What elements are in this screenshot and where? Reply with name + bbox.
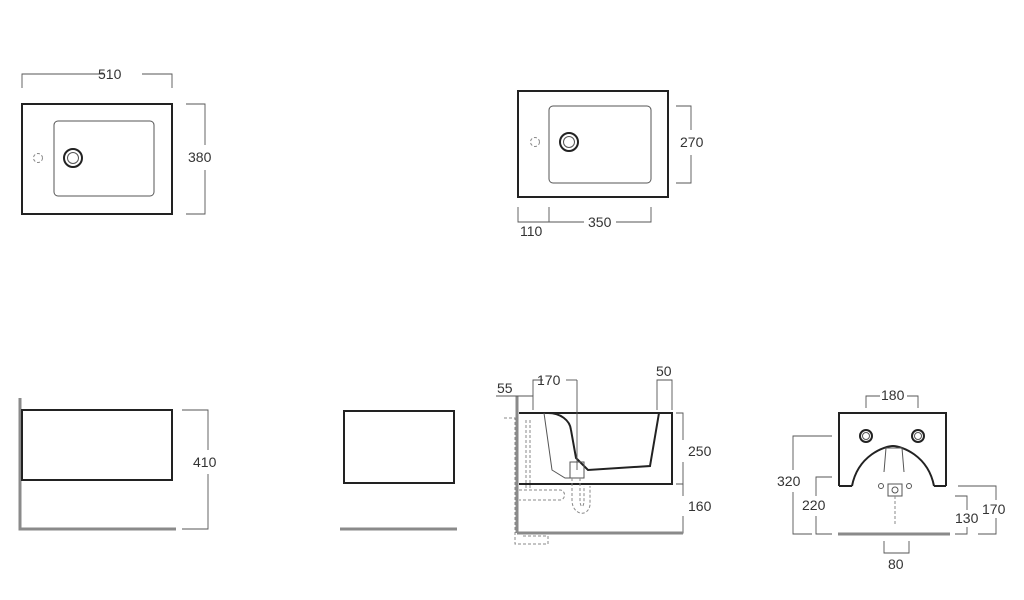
height-dimension-line-bottom <box>182 474 209 530</box>
fixing-height-dimension-label: 320 <box>777 473 801 489</box>
inlet-right-icon <box>906 483 912 489</box>
front-view-free-outline <box>343 410 455 484</box>
depth-dimension-line-bottom <box>186 170 206 215</box>
outlet-height-dimension-line <box>955 495 968 510</box>
trap-height-dimension-line-bottom <box>676 516 684 534</box>
basin-height-dimension-line-bottom <box>676 462 684 485</box>
width-dimension-line <box>21 73 104 88</box>
front-view-free <box>340 410 457 531</box>
outlet-inner-icon <box>891 486 899 494</box>
outlet-icon <box>887 483 903 497</box>
drain-height-dimension-label: 220 <box>802 497 826 513</box>
rear-view-arch <box>851 444 935 487</box>
rear-view-outline <box>838 412 947 486</box>
fixing-height-dimension-line-bottom <box>792 492 812 535</box>
wall-offset-dimension-label: 55 <box>497 380 513 396</box>
basin-depth-dimension-line <box>676 105 692 130</box>
inlet-height-dimension-label: 170 <box>982 501 1006 517</box>
side-section-view: 55 170 50 250 160 <box>496 363 712 545</box>
basin-height-dimension-line <box>676 412 684 440</box>
drain-height-dimension-line <box>815 476 832 496</box>
basin-depth-dimension-label: 270 <box>680 134 704 150</box>
width-dimension-label: 510 <box>98 66 122 82</box>
wall-offset-dimension-line <box>496 395 534 410</box>
front-view: 410 <box>18 398 217 531</box>
top-view: 510 380 <box>21 66 212 215</box>
drain-pos-dimension-line <box>532 379 543 396</box>
top-view-outline <box>21 103 173 215</box>
drain-pos-dimension-label: 170 <box>537 372 561 388</box>
width-dimension-line-right <box>142 73 173 88</box>
waste-pipe <box>519 489 565 501</box>
depth-dimension-label: 380 <box>188 149 212 165</box>
inlet-height-dimension-line-bottom <box>978 518 997 535</box>
tap-spacing-dimension-line <box>865 395 880 408</box>
drain-icon <box>559 132 579 152</box>
top-view-basin <box>53 120 155 197</box>
depth-dimension-line <box>186 103 206 145</box>
fixing-height-dimension-line <box>792 435 832 470</box>
height-dimension-line <box>182 409 209 450</box>
drain-icon <box>63 148 83 168</box>
outlet-width-dimension-label: 80 <box>888 556 904 572</box>
tap-spacing-dimension-label: 180 <box>881 387 905 403</box>
overflow-channel <box>883 447 905 473</box>
basin-width-dimension-label: 350 <box>588 214 612 230</box>
fixing-hole-inner-icon <box>862 432 870 440</box>
basin-width-dimension-line-right <box>616 207 652 223</box>
top-basin-view: 270 110 350 <box>517 90 704 239</box>
height-dimension-label: 410 <box>193 454 217 470</box>
drain-height-dimension-line-bottom <box>815 516 832 535</box>
tap-hole-icon <box>530 137 540 147</box>
inlet-left-icon <box>878 483 884 489</box>
basin-depth-dimension-line-bottom <box>676 155 692 184</box>
outlet-height-dimension-label: 130 <box>955 510 979 526</box>
basin-inner-profile <box>547 412 660 472</box>
outlet-width-dimension-line <box>883 541 910 554</box>
drain-inner-icon <box>67 152 79 164</box>
basin-height-dimension-label: 250 <box>688 443 712 459</box>
offset-dimension-label: 110 <box>520 223 543 239</box>
tap-spacing-dimension-line-right <box>907 395 919 408</box>
fixing-hole-icon <box>911 429 925 443</box>
drain-inner-icon <box>563 136 575 148</box>
rim-dimension-label: 50 <box>656 363 672 379</box>
fixing-hole-inner-icon <box>914 432 922 440</box>
outlet-height-dimension-line-bottom <box>955 527 968 535</box>
trap-pipe-inner <box>579 478 585 507</box>
rear-view: 180 320 220 130 170 80 <box>777 387 1006 572</box>
offset-dimension-line <box>517 207 550 223</box>
wall-bracket <box>504 417 549 545</box>
wall-line <box>18 398 176 531</box>
tap-hole-icon <box>33 153 43 163</box>
trap-height-dimension-label: 160 <box>688 498 712 514</box>
basin-body-outline <box>519 412 673 485</box>
front-view-outline <box>21 409 173 481</box>
rim-dimension-line <box>656 379 673 410</box>
top-basin-view-basin <box>548 105 652 184</box>
fixing-hole-icon <box>859 429 873 443</box>
inlet-height-dimension-line <box>958 485 997 500</box>
top-basin-view-outline <box>517 90 669 198</box>
trap-pipe <box>571 478 591 514</box>
